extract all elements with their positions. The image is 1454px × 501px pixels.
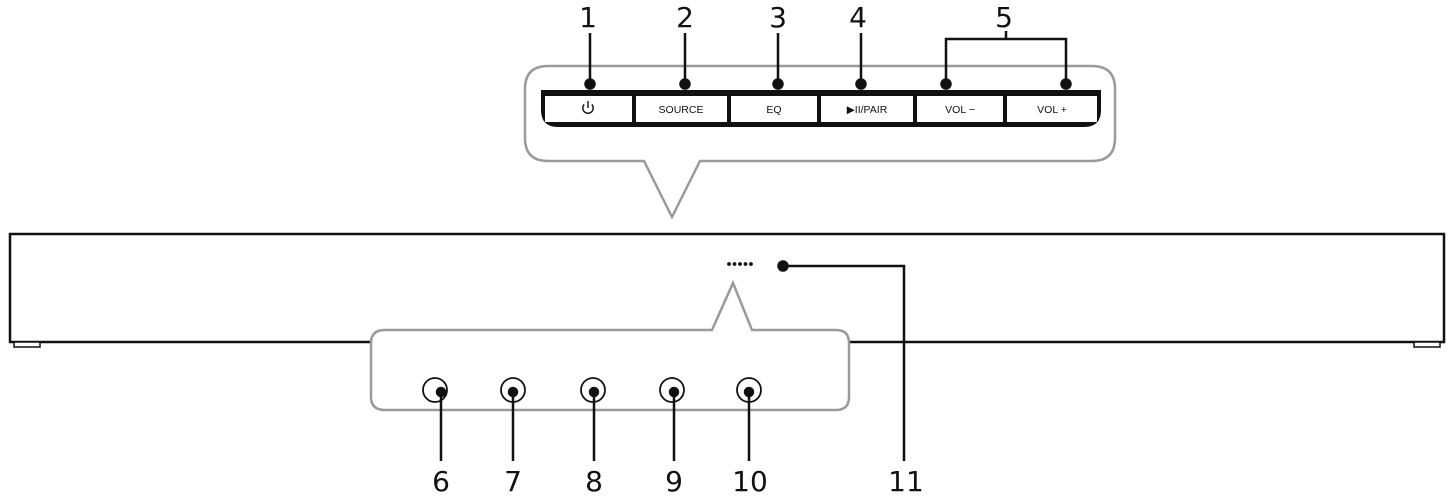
led-indicator-row (727, 262, 753, 266)
button-eq-label: EQ (766, 104, 781, 116)
callout-number-11: 11 (888, 465, 924, 498)
control-panel-callout-bubble (523, 64, 1117, 220)
callout-number-3: 3 (769, 1, 787, 34)
callout-number-5: 5 (995, 1, 1013, 34)
button-volume-up-label: VOL + (1037, 104, 1067, 116)
power-icon (582, 101, 594, 114)
button-volume-down[interactable]: VOL − (917, 96, 1003, 122)
button-play-pause-label: ▶II/PAIR (847, 104, 888, 116)
button-source[interactable]: SOURCE (636, 96, 727, 122)
bottom-leader-lines (435, 260, 906, 461)
callout-number-9: 9 (665, 465, 683, 498)
button-volume-down-label: VOL − (945, 104, 975, 116)
button-source-label: SOURCE (659, 104, 704, 116)
button-power[interactable] (545, 96, 632, 122)
callout-number-2: 2 (676, 1, 694, 34)
callout-number-4: 4 (849, 1, 867, 34)
callout-number-6: 6 (432, 465, 450, 498)
button-eq[interactable]: EQ (731, 96, 817, 122)
button-volume-up[interactable]: VOL + (1007, 96, 1097, 122)
soundbar-foot-left (13, 341, 41, 348)
led-callout-bubble (369, 279, 851, 412)
soundbar-foot-right (1413, 341, 1441, 348)
button-play-pause-pair[interactable]: ▶II/PAIR (821, 96, 913, 122)
callout-number-1: 1 (579, 1, 597, 34)
callout-number-10: 10 (732, 465, 768, 498)
callout-number-7: 7 (504, 465, 522, 498)
callout-number-8: 8 (585, 465, 603, 498)
top-leader-lines (584, 31, 1072, 90)
